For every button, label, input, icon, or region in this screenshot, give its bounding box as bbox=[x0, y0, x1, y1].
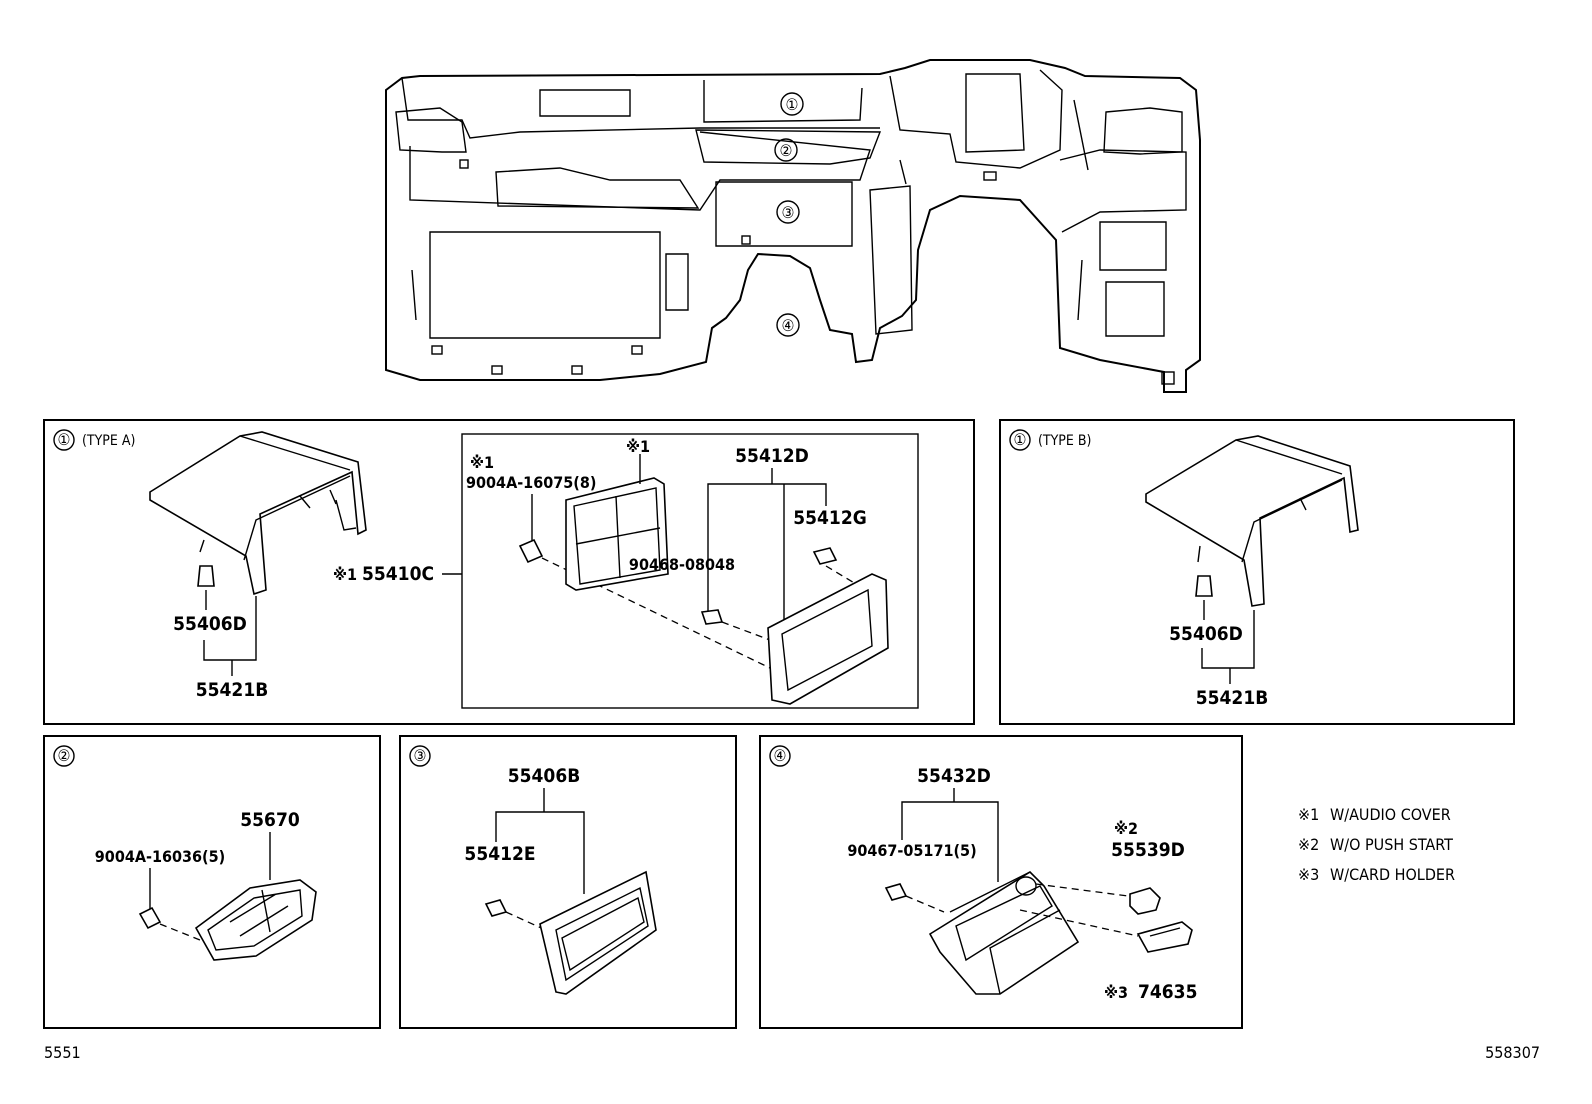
audio-cover-lid bbox=[565, 454, 669, 591]
bracket-55412g bbox=[812, 547, 857, 585]
panel-3: ③ 55406B 55412E bbox=[399, 735, 737, 1029]
nut-90468-08048 bbox=[700, 609, 771, 641]
label-55410c: 55410C bbox=[362, 563, 434, 585]
mark-screw-1a: ※1 bbox=[470, 453, 494, 472]
svg-text:④: ④ bbox=[782, 316, 795, 335]
screw-9004a-16036 bbox=[138, 906, 201, 941]
label-9004a-16075: 9004A-16075(8) bbox=[466, 473, 596, 492]
svg-text:③: ③ bbox=[782, 203, 795, 222]
footer-right-code: 558307 bbox=[1485, 1043, 1540, 1062]
audio-frame bbox=[767, 573, 889, 705]
mark-card-holder: ※3 bbox=[1104, 983, 1128, 1002]
svg-text:①: ① bbox=[58, 430, 71, 449]
legend-text-2: W/O PUSH START bbox=[1330, 835, 1453, 854]
label-55432d: 55432D bbox=[917, 765, 991, 787]
clip-55406d bbox=[197, 539, 215, 587]
lower-cover-55432d bbox=[928, 870, 1080, 995]
overview-marker-1: ① bbox=[780, 92, 804, 116]
label-90468-08048: 90468-08048 bbox=[629, 555, 735, 574]
label-74635: 74635 bbox=[1138, 981, 1197, 1003]
card-holder-74635 bbox=[1019, 909, 1193, 953]
panel-4-header: ④ bbox=[769, 745, 791, 767]
panel-3-header: ③ bbox=[409, 745, 431, 767]
air-vent-55670 bbox=[194, 879, 317, 961]
label-9004a-16036: 9004A-16036(5) bbox=[95, 847, 225, 866]
label-55412d: 55412D bbox=[735, 445, 809, 467]
hood-part-type-b bbox=[1145, 435, 1359, 607]
svg-text:①: ① bbox=[1014, 430, 1027, 449]
panel-1b-header: ① (TYPE B) bbox=[1009, 429, 1091, 451]
panel-2-header: ② bbox=[53, 745, 75, 767]
label-55670: 55670 bbox=[240, 809, 300, 831]
panel-2: ② 55670 9004A-16036(5) bbox=[43, 735, 381, 1029]
svg-text:②: ② bbox=[58, 746, 71, 765]
svg-text:④: ④ bbox=[774, 746, 787, 765]
mark-lid: ※1 bbox=[626, 437, 650, 456]
label-55406d: 55406D bbox=[173, 613, 247, 635]
instrument-panel-overview: ① ② ③ ④ bbox=[385, 59, 1201, 393]
svg-text:(TYPE B): (TYPE B) bbox=[1038, 433, 1091, 449]
legend: ※1 W/AUDIO COVER ※2 W/O PUSH START ※3 W/… bbox=[1298, 805, 1455, 884]
panel-1-type-a: ① (TYPE A) 55406D 55421B ※1 55410C ※1 90… bbox=[43, 419, 975, 725]
label-55421b-type-b: 55421B bbox=[1196, 687, 1269, 709]
clip-55406d-type-b bbox=[1195, 545, 1213, 597]
hood-part-type-a bbox=[149, 431, 367, 596]
label-55406d-type-b: 55406D bbox=[1169, 623, 1243, 645]
svg-text:③: ③ bbox=[414, 746, 427, 765]
legend-text-3: W/CARD HOLDER bbox=[1330, 865, 1455, 884]
svg-text:②: ② bbox=[780, 141, 793, 160]
legend-mark-1: ※1 bbox=[1298, 805, 1319, 824]
panel-1a-header: ① (TYPE A) bbox=[53, 429, 135, 451]
mark-audio-cover: ※1 bbox=[333, 565, 357, 584]
footer-left-code: 5551 bbox=[44, 1043, 81, 1062]
svg-text:(TYPE A): (TYPE A) bbox=[82, 433, 135, 449]
legend-mark-3: ※3 bbox=[1298, 865, 1319, 884]
label-55539d: 55539D bbox=[1111, 839, 1185, 861]
overview-marker-4: ④ bbox=[776, 313, 800, 337]
label-90467-05171: 90467-05171(5) bbox=[847, 841, 976, 860]
panel-4: ④ 55432D 90467-05171(5) ※2 55539D ※3 746… bbox=[759, 735, 1243, 1029]
plug-55539d bbox=[1035, 883, 1161, 915]
overview-marker-3: ③ bbox=[776, 200, 800, 224]
mark-push-start: ※2 bbox=[1114, 819, 1138, 838]
panel-1-type-b: ① (TYPE B) 55406D 55421B bbox=[999, 419, 1515, 725]
label-55412g: 55412G bbox=[793, 507, 867, 529]
svg-text:①: ① bbox=[786, 95, 799, 114]
label-55412e: 55412E bbox=[464, 843, 535, 865]
legend-text-1: W/AUDIO COVER bbox=[1330, 805, 1451, 824]
legend-mark-2: ※2 bbox=[1298, 835, 1319, 854]
label-55421b: 55421B bbox=[196, 679, 269, 701]
lower-panel-55406b bbox=[539, 870, 657, 995]
overview-marker-2: ② bbox=[774, 138, 798, 162]
screw-90467-05171 bbox=[884, 883, 945, 913]
label-55406b: 55406B bbox=[508, 765, 581, 787]
